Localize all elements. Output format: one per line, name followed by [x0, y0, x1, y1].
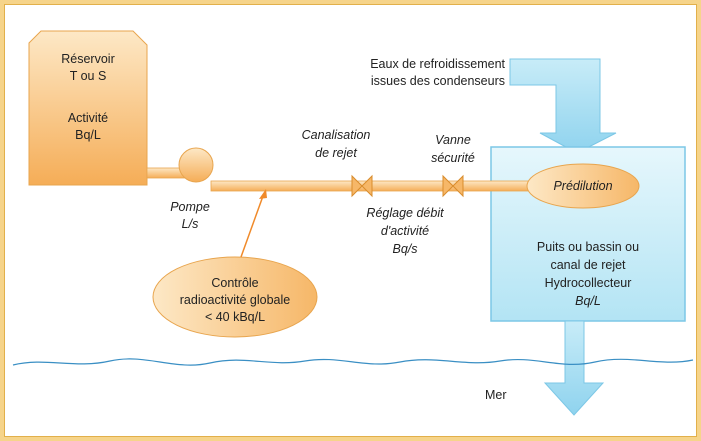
predilution-label: Prédilution [553, 179, 613, 193]
flow-setting-label-3: Bq/s [392, 242, 418, 256]
control-arrow [240, 195, 264, 258]
valve-label-2: sécurité [431, 151, 475, 165]
pump-label-2: L/s [181, 217, 199, 231]
cooling-water-label-2: issues des condenseurs [370, 74, 505, 88]
pipe-label-2: de rejet [315, 146, 357, 160]
cooling-water-arrow [509, 58, 617, 154]
well-label-3: Hydrocollecteur [544, 276, 632, 290]
control-label-3: < 40 kBq/L [204, 310, 266, 324]
pump-label-1: Pompe [170, 200, 210, 214]
pump [178, 147, 214, 183]
sea-label: Mer [485, 388, 507, 402]
flow-setting-label-2: d'activité [380, 224, 430, 238]
control-arrow-head [259, 189, 267, 199]
reservoir-label-2: T ou S [69, 69, 107, 83]
reservoir-label-4: Bq/L [75, 128, 101, 142]
flow-setting-label-1: Réglage débit [366, 206, 444, 220]
well-label-4: Bq/L [575, 294, 601, 308]
well-label-2: canal de rejet [550, 258, 626, 272]
pipe-label-1: Canalisation [301, 128, 371, 142]
reservoir-label-3: Activité [67, 111, 109, 125]
well-label-1: Puits ou bassin ou [536, 240, 640, 254]
control-label-1: Contrôle [211, 276, 259, 290]
reservoir-label-1: Réservoir [61, 52, 115, 66]
process-diagram [12, 30, 694, 416]
control-label-2: radioactivité globale [179, 293, 291, 307]
predilution-ellipse [526, 163, 640, 209]
regulation-valve [351, 174, 373, 198]
sea-line [12, 358, 694, 366]
safety-valve [442, 174, 464, 198]
diagram-frame: Réservoir T ou S Activité Bq/L Eaux de r… [4, 4, 697, 437]
cooling-water-label-1: Eaux de refroidissement [370, 57, 505, 71]
valve-label-1: Vanne [435, 133, 471, 147]
reservoir-tank [28, 30, 148, 186]
sea-outflow-arrow [543, 320, 605, 416]
discharge-pipe [210, 180, 542, 192]
control-ellipse [152, 256, 318, 338]
